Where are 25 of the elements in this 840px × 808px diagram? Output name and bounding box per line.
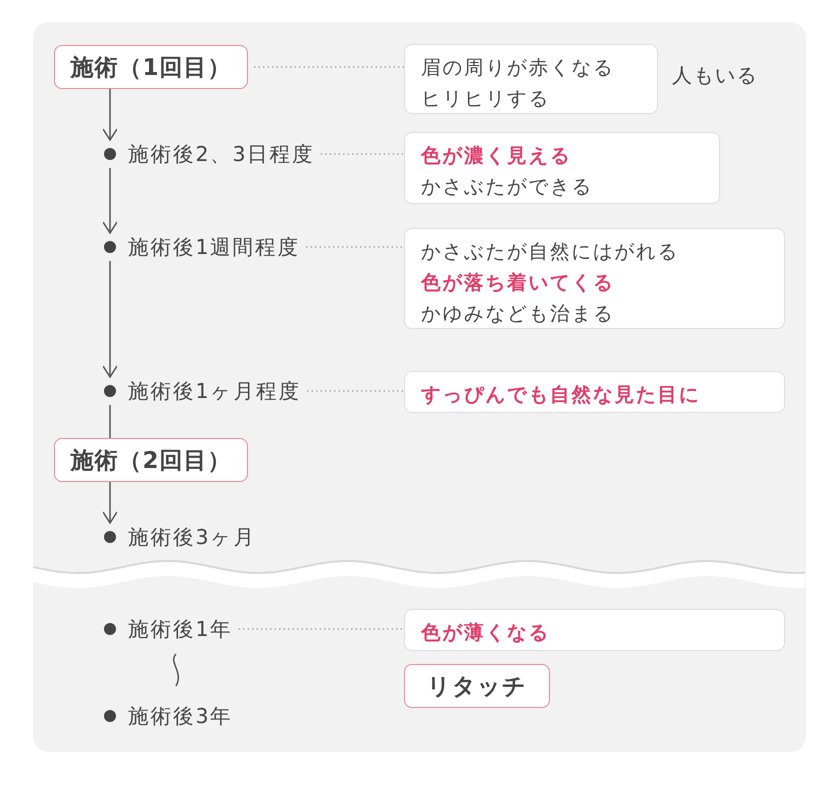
arrow [102, 261, 118, 378]
timeline-label: 施術後3年 [128, 703, 233, 730]
timeline-label: 施術後2、3日程度 [128, 141, 315, 168]
step-box: リタッチ [404, 664, 550, 708]
timeline-label: 施術後3ヶ月 [128, 524, 256, 551]
arrow [102, 89, 118, 141]
leader-line [307, 390, 404, 392]
leader-line [320, 153, 404, 155]
note-box: 色が薄くなる [404, 609, 785, 651]
timeline-label: 施術後1ヶ月程度 [128, 378, 302, 405]
timeline-label: 施術後1週間程度 [128, 234, 300, 261]
note-box: かさぶたが自然にはがれる 色が落ち着いてくる かゆみなども治まる [404, 228, 785, 329]
step-box: 施術（1回目） [54, 45, 248, 89]
arrow [102, 168, 118, 234]
leader-line [238, 628, 404, 630]
leader-line [306, 246, 404, 248]
leader-line [254, 66, 404, 68]
arrow [102, 482, 118, 524]
connector-line [109, 405, 111, 438]
timeline-label: 施術後1年 [128, 616, 233, 643]
note-box: 色が濃く見える かさぶたができる [404, 132, 720, 204]
note-text: 人もいる [672, 62, 758, 89]
note-box: 眉の周りが赤くなる ヒリヒリする [404, 44, 658, 114]
step-box: 施術（2回目） [54, 438, 248, 482]
note-box: すっぴんでも自然な見た目に [404, 371, 785, 413]
